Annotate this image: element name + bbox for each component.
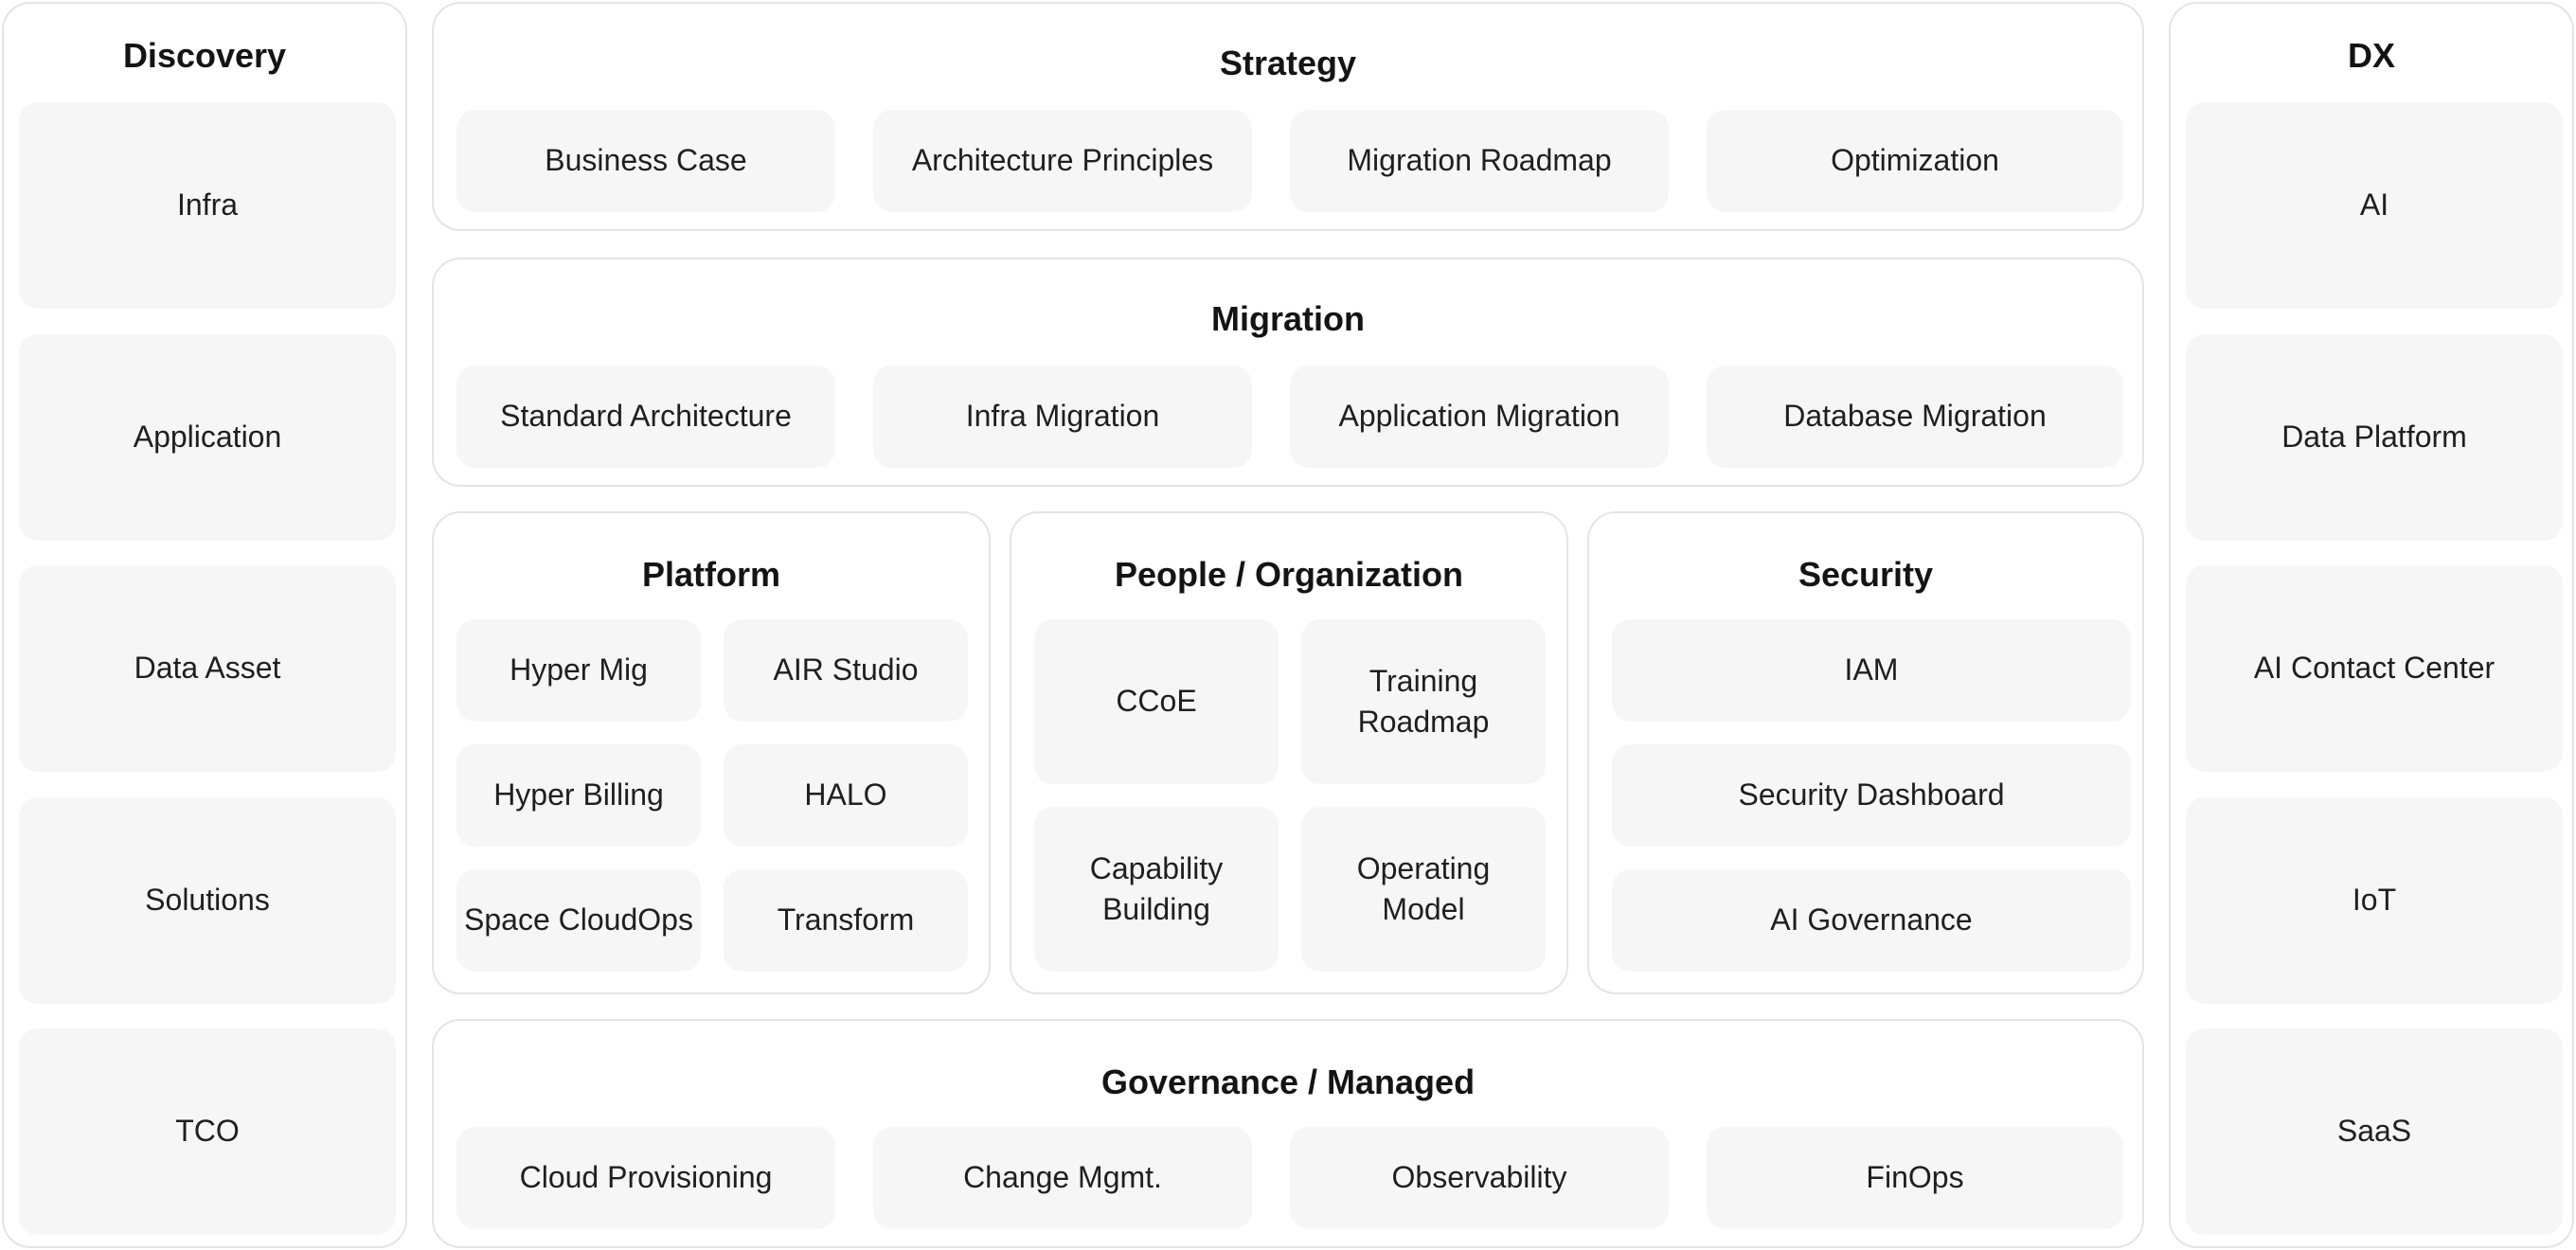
tile-label: Security Dashboard [1738,777,2005,812]
tile-label: Data Asset [134,651,281,686]
strategy-tile-migration-roadmap[interactable]: Migration Roadmap [1290,110,1669,212]
migration-tile-application-migration[interactable]: Application Migration [1290,366,1669,468]
people-panel: People / Organization CCoE Training Road… [1010,511,1568,994]
tile-label: Change Mgmt. [963,1160,1162,1195]
tile-label: Cloud Provisioning [519,1160,773,1195]
tile-label: AI Governance [1770,902,1973,938]
tile-label: SaaS [2336,1114,2412,1149]
security-title: Security [1798,555,1934,594]
tile-label: IAM [1844,652,1899,688]
tile-label: FinOps [1866,1160,1964,1195]
tile-label: IoT [2352,883,2397,918]
people-tile-training-roadmap[interactable]: Training Roadmap [1301,619,1546,784]
platform-tile-transform[interactable]: Transform [724,869,968,972]
security-tile-security-dashboard[interactable]: Security Dashboard [1612,744,2131,847]
migration-tile-infra-migration[interactable]: Infra Migration [873,366,1252,468]
tile-label: Observability [1391,1160,1567,1195]
tile-label: Training Roadmap [1357,663,1490,739]
strategy-tile-architecture-principles[interactable]: Architecture Principles [873,110,1252,212]
platform-title: Platform [641,555,781,594]
tile-label: CCoE [1116,684,1197,719]
strategy-title: Strategy [1219,44,1357,82]
tile-label: Database Migration [1783,399,2047,434]
dx-tile-ai-contact-center[interactable]: AI Contact Center [2186,565,2563,772]
discovery-title: Discovery [122,36,287,75]
strategy-tile-business-case[interactable]: Business Case [456,110,835,212]
governance-panel: Governance / Managed Cloud Provisioning … [432,1019,2144,1248]
discovery-tile-infra[interactable]: Infra [19,102,396,309]
security-panel: Security IAM Security Dashboard AI Gover… [1587,511,2144,994]
platform-tile-halo[interactable]: HALO [724,744,968,847]
tile-label: Application Migration [1338,399,1620,434]
people-tile-ccoe[interactable]: CCoE [1034,619,1279,784]
tile-label: Space CloudOps [464,902,693,938]
migration-tile-database-migration[interactable]: Database Migration [1707,366,2123,468]
dx-tile-saas[interactable]: SaaS [2186,1028,2563,1235]
discovery-panel: Discovery Infra Application Data Asset S… [2,2,407,1248]
tile-label: Transform [777,902,915,938]
governance-title: Governance / Managed [1100,1062,1476,1101]
tile-label: AI [2359,188,2389,223]
tile-label: TCO [175,1114,240,1149]
governance-tile-change-mgmt[interactable]: Change Mgmt. [873,1127,1252,1229]
migration-title: Migration [1211,299,1365,338]
tile-label: Hyper Billing [493,777,664,812]
dx-tile-ai[interactable]: AI [2186,102,2563,309]
people-title: People / Organization [1114,555,1464,594]
migration-tile-standard-architecture[interactable]: Standard Architecture [456,366,835,468]
tile-label: Infra Migration [965,399,1160,434]
tile-label: AIR Studio [773,652,919,688]
tile-label: Data Platform [2281,420,2467,455]
discovery-tile-tco[interactable]: TCO [19,1028,396,1235]
tile-label: Architecture Principles [911,143,1214,178]
dx-tile-data-platform[interactable]: Data Platform [2186,334,2563,541]
dx-tile-iot[interactable]: IoT [2186,797,2563,1004]
tile-label: Operating Model [1356,850,1491,926]
tile-label: Application [133,420,282,455]
governance-tile-observability[interactable]: Observability [1290,1127,1669,1229]
migration-panel: Migration Standard Architecture Infra Mi… [432,258,2144,487]
platform-tile-space-cloudops[interactable]: Space CloudOps [456,869,701,972]
tile-label: HALO [804,777,887,812]
strategy-tile-optimization[interactable]: Optimization [1707,110,2123,212]
discovery-tile-application[interactable]: Application [19,334,396,541]
tile-label: Hyper Mig [510,652,648,688]
tile-label: AI Contact Center [2253,651,2496,686]
tile-label: Business Case [545,143,747,178]
governance-tile-finops[interactable]: FinOps [1707,1127,2123,1229]
platform-tile-hyper-mig[interactable]: Hyper Mig [456,619,701,722]
governance-tile-cloud-provisioning[interactable]: Cloud Provisioning [456,1127,835,1229]
security-tile-iam[interactable]: IAM [1612,619,2131,722]
platform-panel: Platform Hyper Mig AIR Studio Hyper Bill… [432,511,991,994]
strategy-panel: Strategy Business Case Architecture Prin… [432,2,2144,231]
dx-title: DX [2347,36,2395,75]
tile-label: Migration Roadmap [1347,143,1612,178]
tile-label: Infra [176,188,239,223]
security-tile-ai-governance[interactable]: AI Governance [1612,869,2131,972]
tile-label: Standard Architecture [500,399,792,434]
people-tile-capability-building[interactable]: Capability Building [1034,807,1279,972]
discovery-tile-solutions[interactable]: Solutions [19,797,396,1004]
discovery-tile-data-asset[interactable]: Data Asset [19,565,396,772]
tile-label: Optimization [1831,143,1999,178]
dx-panel: DX AI Data Platform AI Contact Center Io… [2169,2,2574,1248]
tile-label: Solutions [145,883,270,918]
tile-label: Capability Building [1089,850,1224,926]
people-tile-operating-model[interactable]: Operating Model [1301,807,1546,972]
platform-tile-hyper-billing[interactable]: Hyper Billing [456,744,701,847]
platform-tile-air-studio[interactable]: AIR Studio [724,619,968,722]
